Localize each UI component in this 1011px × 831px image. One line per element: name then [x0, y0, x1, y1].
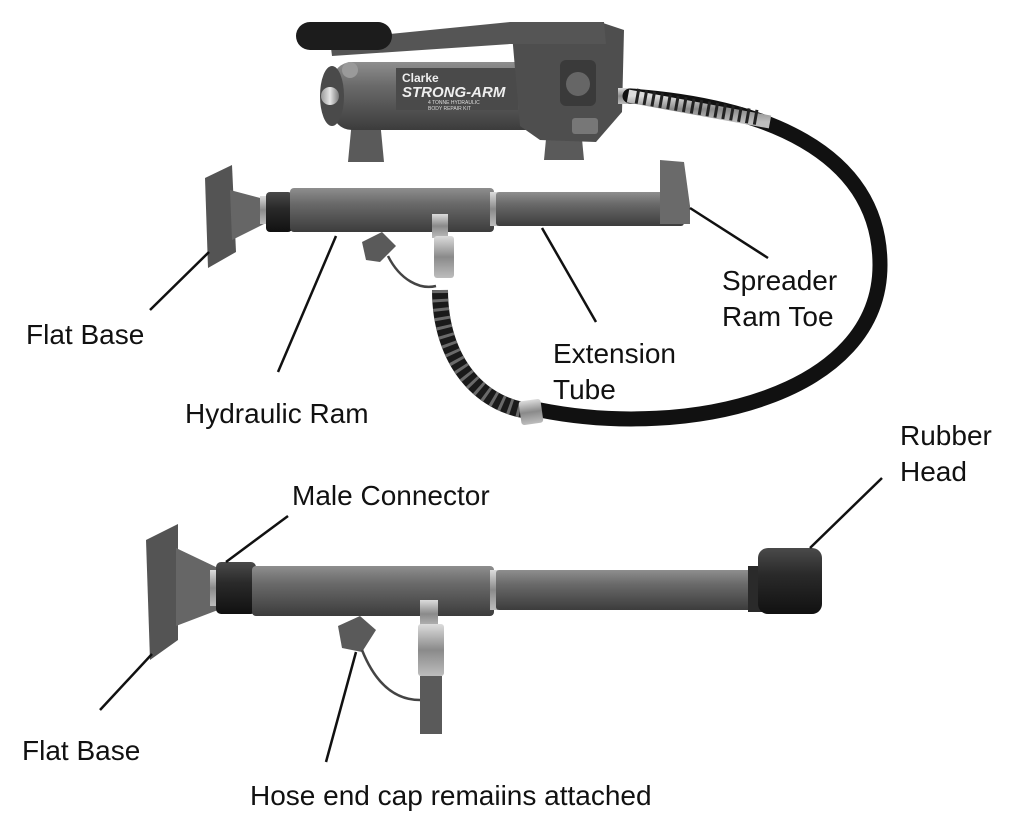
leader-lines [99, 206, 883, 763]
rubber-head [758, 548, 822, 614]
spreader-ram-toe [660, 160, 690, 224]
top-male-connector [434, 236, 454, 278]
label-hydraulic-ram: Hydraulic Ram [185, 398, 369, 429]
leader-extension-tube [540, 227, 598, 323]
release-valve-icon [321, 87, 339, 105]
label-flat-base-bottom: Flat Base [22, 735, 141, 766]
label-extension-tube-line2: Tube [553, 374, 616, 405]
bottom-extension-tube [496, 570, 752, 610]
label-male-connector: Male Connector [292, 480, 490, 511]
label-spreader-ram-toe-line2: Ram Toe [722, 301, 834, 332]
pump-kit: BODY REPAIR KIT [428, 106, 471, 112]
top-extension-tube [496, 192, 684, 226]
bottom-ram-assembly [146, 524, 822, 734]
bottom-male-connector [418, 624, 444, 676]
hydraulic-hose [432, 88, 888, 427]
top-hydraulic-ram [290, 188, 494, 232]
hand-pump: Clarke STRONG-ARM 4 TONNE HYDRAULIC BODY… [296, 22, 638, 162]
pump-handle [330, 22, 606, 56]
label-hose-end-cap: Hose end cap remaiins attached [250, 780, 652, 811]
bottom-flat-base [146, 524, 178, 660]
label-rubber-head-line1: Rubber [900, 420, 992, 451]
label-extension-tube-line1: Extension [553, 338, 676, 369]
pump-foot-left [348, 120, 384, 162]
top-ram-assembly [205, 160, 690, 289]
top-flat-base [205, 165, 236, 268]
label-flat-base-top: Flat Base [26, 319, 145, 350]
label-rubber-head-line2: Head [900, 456, 967, 487]
pump-label-plate [396, 68, 518, 110]
pump-handle-grip [296, 22, 392, 50]
leader-spreader-ram-toe [689, 206, 769, 260]
hose-end-cap [338, 616, 376, 652]
label-spreader-ram-toe-line1: Spreader [722, 265, 838, 296]
pump-brand: Clarke [402, 71, 439, 85]
top-ram-collar [266, 192, 292, 232]
leader-flat-base-top [149, 251, 210, 311]
pump-product: STRONG-ARM [402, 84, 506, 101]
leader-rubber-head [809, 477, 883, 549]
filler-cap-icon [342, 62, 358, 78]
leader-hose-end-cap [324, 651, 358, 763]
bottom-ram-collar [216, 562, 256, 614]
top-dust-cap [362, 232, 396, 262]
pump-rating: 4 TONNE HYDRAULIC [428, 100, 480, 106]
leader-hydraulic-ram [276, 235, 338, 373]
leader-flat-base-bottom [99, 653, 153, 711]
leader-male-connector [225, 514, 289, 564]
bottom-hydraulic-ram [252, 566, 494, 616]
